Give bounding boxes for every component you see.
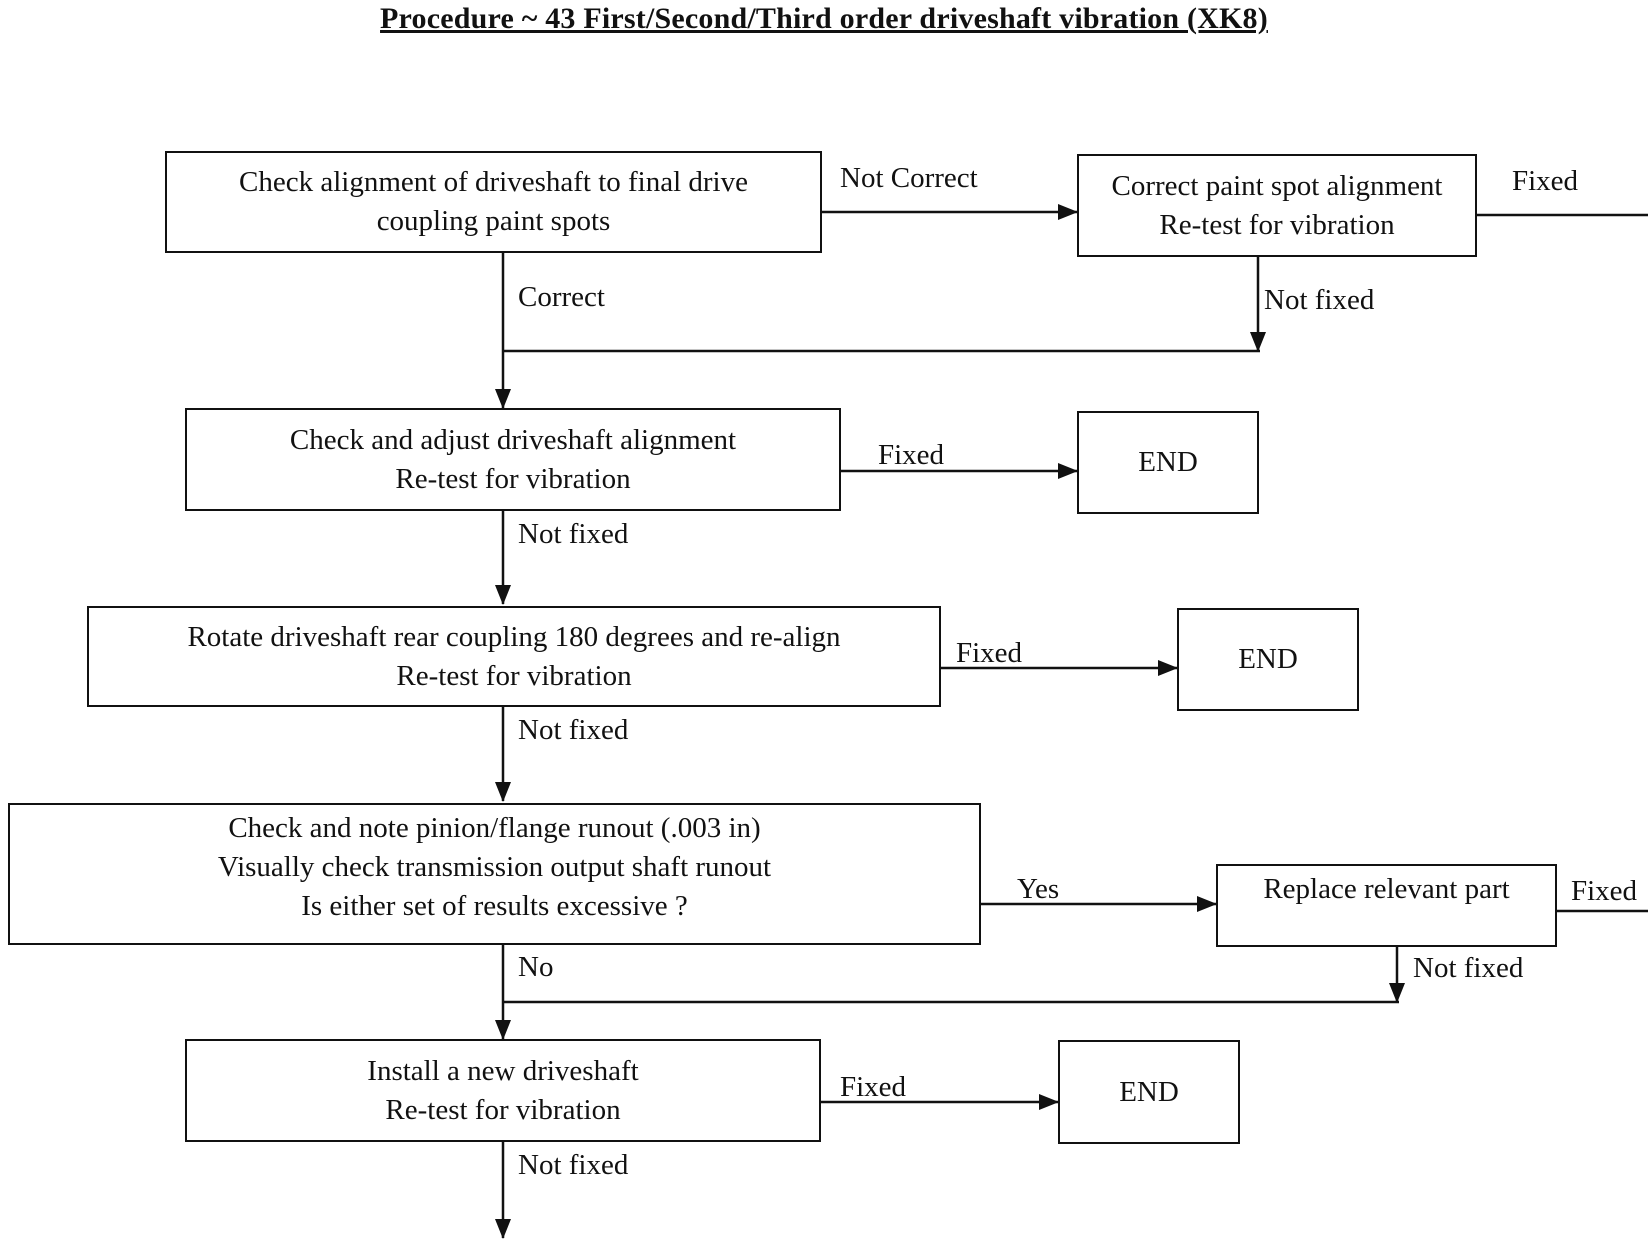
box-correct-paint: Correct paint spot alignment Re-test for…	[1077, 154, 1477, 257]
box-check-alignment: Check alignment of driveshaft to final d…	[165, 151, 822, 253]
box-text: Install a new driveshaft	[367, 1054, 639, 1087]
box-text: Re-test for vibration	[396, 659, 632, 692]
box-text: Check and note pinion/flange runout (.00…	[228, 812, 761, 844]
label-no: No	[518, 951, 554, 983]
box-check-adjust: Check and adjust driveshaft alignment Re…	[185, 408, 841, 511]
box-rotate: Rotate driveshaft rear coupling 180 degr…	[87, 606, 941, 707]
box-text: Check alignment of driveshaft to final d…	[239, 166, 748, 198]
page-title: Procedure ~ 43 First/Second/Third order …	[380, 2, 1268, 35]
box-text: Re-test for vibration	[395, 462, 631, 495]
label-correct: Correct	[518, 281, 605, 313]
box-text: Re-test for vibration	[1159, 208, 1395, 241]
box-text: coupling paint spots	[376, 205, 611, 237]
box-text: Is either set of results excessive ?	[301, 890, 688, 922]
label-fixed-adjust: Fixed	[878, 439, 945, 471]
box-replace: Replace relevant part	[1216, 864, 1557, 947]
box-text: END	[1238, 643, 1298, 675]
label-fixed-top: Fixed	[1512, 165, 1579, 197]
box-new-driveshaft: Install a new driveshaft Re-test for vib…	[185, 1039, 821, 1142]
box-text: Rotate driveshaft rear coupling 180 degr…	[187, 620, 841, 653]
label-fixed-rotate: Fixed	[956, 637, 1023, 669]
label-not-correct: Not Correct	[840, 162, 978, 194]
label-yes: Yes	[1017, 873, 1060, 905]
label-fixed-replace: Fixed	[1571, 875, 1638, 907]
box-end-1: END	[1077, 411, 1259, 514]
box-end-3: END	[1058, 1040, 1240, 1144]
box-text: END	[1119, 1075, 1179, 1108]
label-not-fixed-new: Not fixed	[518, 1149, 629, 1181]
label-not-fixed-rotate: Not fixed	[518, 714, 629, 746]
box-text: Replace relevant part	[1263, 873, 1510, 905]
label-not-fixed-adjust: Not fixed	[518, 518, 629, 550]
box-text: Correct paint spot alignment	[1111, 169, 1443, 202]
box-runout: Check and note pinion/flange runout (.00…	[8, 803, 981, 945]
label-not-fixed-replace: Not fixed	[1413, 952, 1524, 984]
box-text: Visually check transmission output shaft…	[217, 851, 772, 883]
box-end-2: END	[1177, 608, 1359, 711]
label-not-fixed-paint: Not fixed	[1264, 284, 1375, 316]
box-text: Check and adjust driveshaft alignment	[289, 423, 737, 456]
label-fixed-new: Fixed	[840, 1071, 907, 1103]
box-text: Re-test for vibration	[385, 1093, 621, 1126]
box-text: END	[1138, 446, 1198, 478]
